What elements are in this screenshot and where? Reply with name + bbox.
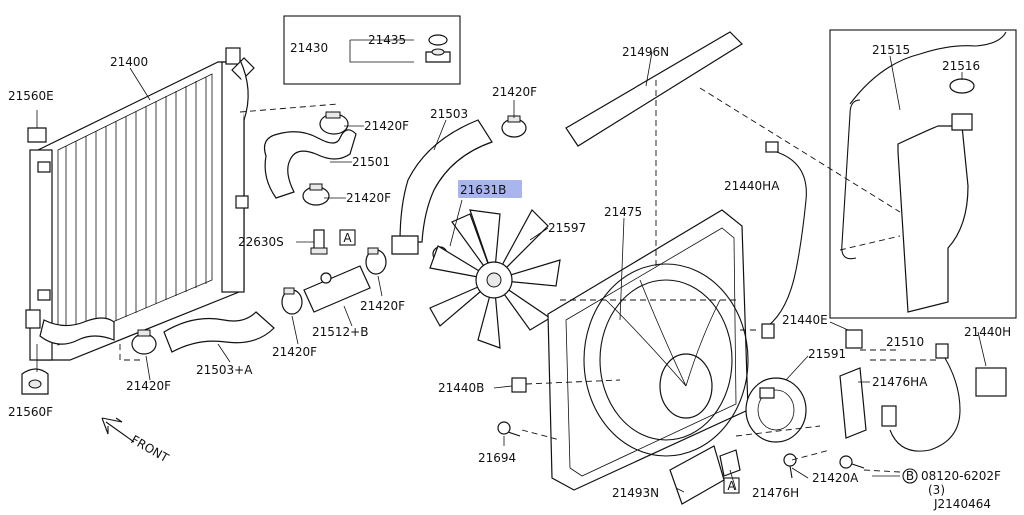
leader-lines (129, 51, 987, 493)
assembly-guide-lines (119, 80, 940, 473)
clamp-21420f-6[interactable] (131, 329, 157, 355)
label-21476ha[interactable]: 21476HA (872, 375, 928, 389)
label-21515[interactable]: 21515 (872, 43, 910, 57)
bushing-21560e[interactable] (27, 110, 47, 143)
label-21435[interactable]: 21435 (368, 33, 406, 47)
label-21476h[interactable]: 21476H (752, 486, 799, 500)
label-21560f[interactable]: 21560F (8, 405, 53, 419)
radiator[interactable] (25, 47, 255, 361)
clip-21440e[interactable] (845, 329, 863, 349)
fan-shroud-21475[interactable] (547, 209, 749, 491)
label-21400[interactable]: 21400 (110, 55, 148, 69)
bolt-symbol: B (906, 469, 914, 483)
bolt-21694[interactable] (497, 421, 521, 437)
kit-box[interactable] (283, 15, 461, 85)
diagram-id: J2140464 (933, 497, 991, 511)
label-21501[interactable]: 21501 (352, 155, 390, 169)
cap-21516[interactable] (949, 78, 975, 94)
seal-strip-21496n[interactable] (565, 31, 743, 147)
lower-pipe-21512b[interactable] (303, 265, 371, 313)
label-21420f-4[interactable]: 21420F (360, 299, 405, 313)
label-21420f-2[interactable]: 21420F (346, 191, 391, 205)
clamp-21420f-1[interactable] (319, 111, 349, 135)
sensor-22630s[interactable] (310, 229, 328, 255)
motor-21591[interactable] (745, 377, 807, 443)
clamp-21420f-5[interactable] (281, 287, 303, 315)
label-21591[interactable]: 21591 (808, 347, 846, 361)
label-21420f-1[interactable]: 21420F (364, 119, 409, 133)
svg-text:A: A (343, 231, 352, 245)
lower-hose-21503a[interactable] (163, 311, 275, 353)
bolt-21420a[interactable] (783, 453, 797, 479)
bracket-21476h[interactable] (719, 449, 741, 477)
reservoir-tank-21510[interactable] (897, 113, 973, 313)
svg-text:A: A (727, 479, 736, 493)
label-21430[interactable]: 21430 (290, 41, 328, 55)
label-22630s[interactable]: 22630S (238, 235, 284, 249)
harness-21440ha[interactable] (761, 141, 807, 339)
label-21503a[interactable]: 21503+A (196, 363, 253, 377)
bolt-quantity: (3) (928, 483, 945, 497)
reservoir-box (829, 29, 1017, 319)
label-21597[interactable]: 21597 (548, 221, 586, 235)
clamp-21420f-4[interactable] (365, 247, 387, 275)
label-21560e[interactable]: 21560E (8, 89, 54, 103)
label-21631b[interactable]: 21631B (460, 183, 506, 197)
harness-21440h[interactable] (881, 343, 1007, 452)
mount-21560f[interactable] (21, 344, 49, 395)
label-21420a[interactable]: 21420A (812, 471, 859, 485)
upper-hose-21501[interactable] (263, 129, 357, 199)
reference-marker-a-1: A (339, 229, 356, 246)
label-21420f-3[interactable]: 21420F (492, 85, 537, 99)
bolt-callout[interactable]: B 08120-6202F (3) (902, 468, 1001, 497)
reference-marker-a-2: A (723, 477, 740, 494)
front-arrow-icon (101, 417, 135, 443)
label-21420f-5[interactable]: 21420F (272, 345, 317, 359)
clamp-21420f-2[interactable] (302, 183, 330, 206)
front-label: FRONT (129, 432, 172, 465)
label-21516[interactable]: 21516 (942, 59, 980, 73)
fan-21597[interactable] (429, 209, 561, 349)
label-21510[interactable]: 21510 (886, 335, 924, 349)
label-21440ha[interactable]: 21440HA (724, 179, 780, 193)
label-21475[interactable]: 21475 (604, 205, 642, 219)
bolt-08120[interactable] (839, 455, 865, 469)
part-labels: 21400 21560E 21560F 21430 21435 21420F 2… (8, 33, 1011, 511)
label-21496n[interactable]: 21496N (622, 45, 669, 59)
label-21420f-6[interactable]: 21420F (126, 379, 171, 393)
label-21694[interactable]: 21694 (478, 451, 516, 465)
bracket-21476ha[interactable] (839, 367, 867, 439)
clamp-21420f-3[interactable] (501, 115, 527, 138)
label-21440b[interactable]: 21440B (438, 381, 484, 395)
label-21440h[interactable]: 21440H (964, 325, 1011, 339)
label-21512b[interactable]: 21512+B (312, 325, 368, 339)
highlight-box (458, 180, 522, 198)
label-21503[interactable]: 21503 (430, 107, 468, 121)
bolt-number: 08120-6202F (921, 469, 1001, 483)
label-21440e[interactable]: 21440E (782, 313, 828, 327)
upper-hose-21503[interactable] (391, 119, 493, 255)
label-21493n[interactable]: 21493N (612, 486, 659, 500)
clip-21440b[interactable] (511, 377, 527, 393)
